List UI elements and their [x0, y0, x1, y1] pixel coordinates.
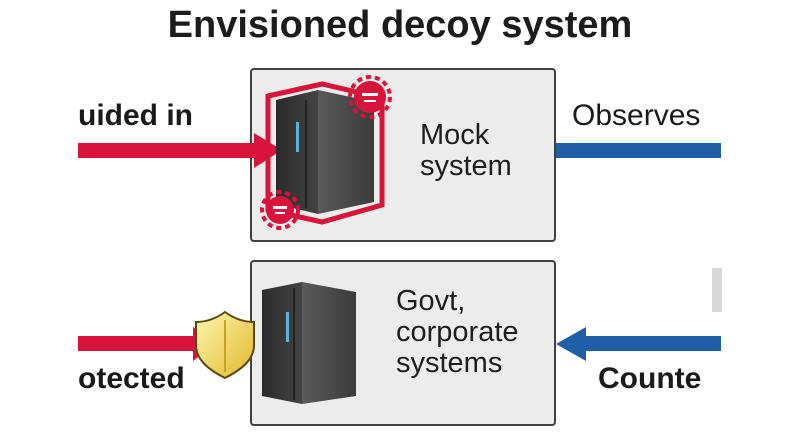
attack-arrow-bottom [78, 327, 215, 361]
real-label-line: systems [396, 347, 503, 379]
shield-icon [195, 310, 255, 380]
edge-mark [712, 268, 722, 312]
mock-label-line: system [420, 150, 512, 182]
virus-icon [260, 190, 300, 230]
server-icon [262, 282, 356, 404]
right-crop-edge [722, 0, 800, 433]
diagram-title: Envisioned decoy system [167, 4, 633, 46]
counter-label: Counte [598, 362, 702, 395]
real-systems-label: Govt, corporate systems [396, 286, 519, 379]
counter-arrow-bottom [556, 327, 721, 361]
guided-in-label: uided in [78, 99, 193, 132]
mock-system-label: Mock system [420, 120, 512, 182]
mock-label-line: Mock [420, 119, 490, 151]
observe-arrow-top [556, 143, 721, 158]
attack-arrow-top [78, 133, 282, 168]
server-icon [265, 81, 385, 225]
protected-label: otected [78, 362, 185, 395]
real-label-line: Govt, [396, 285, 466, 317]
observes-label: Observes [572, 99, 701, 132]
real-label-line: corporate [396, 316, 519, 348]
virus-icon [348, 75, 392, 119]
